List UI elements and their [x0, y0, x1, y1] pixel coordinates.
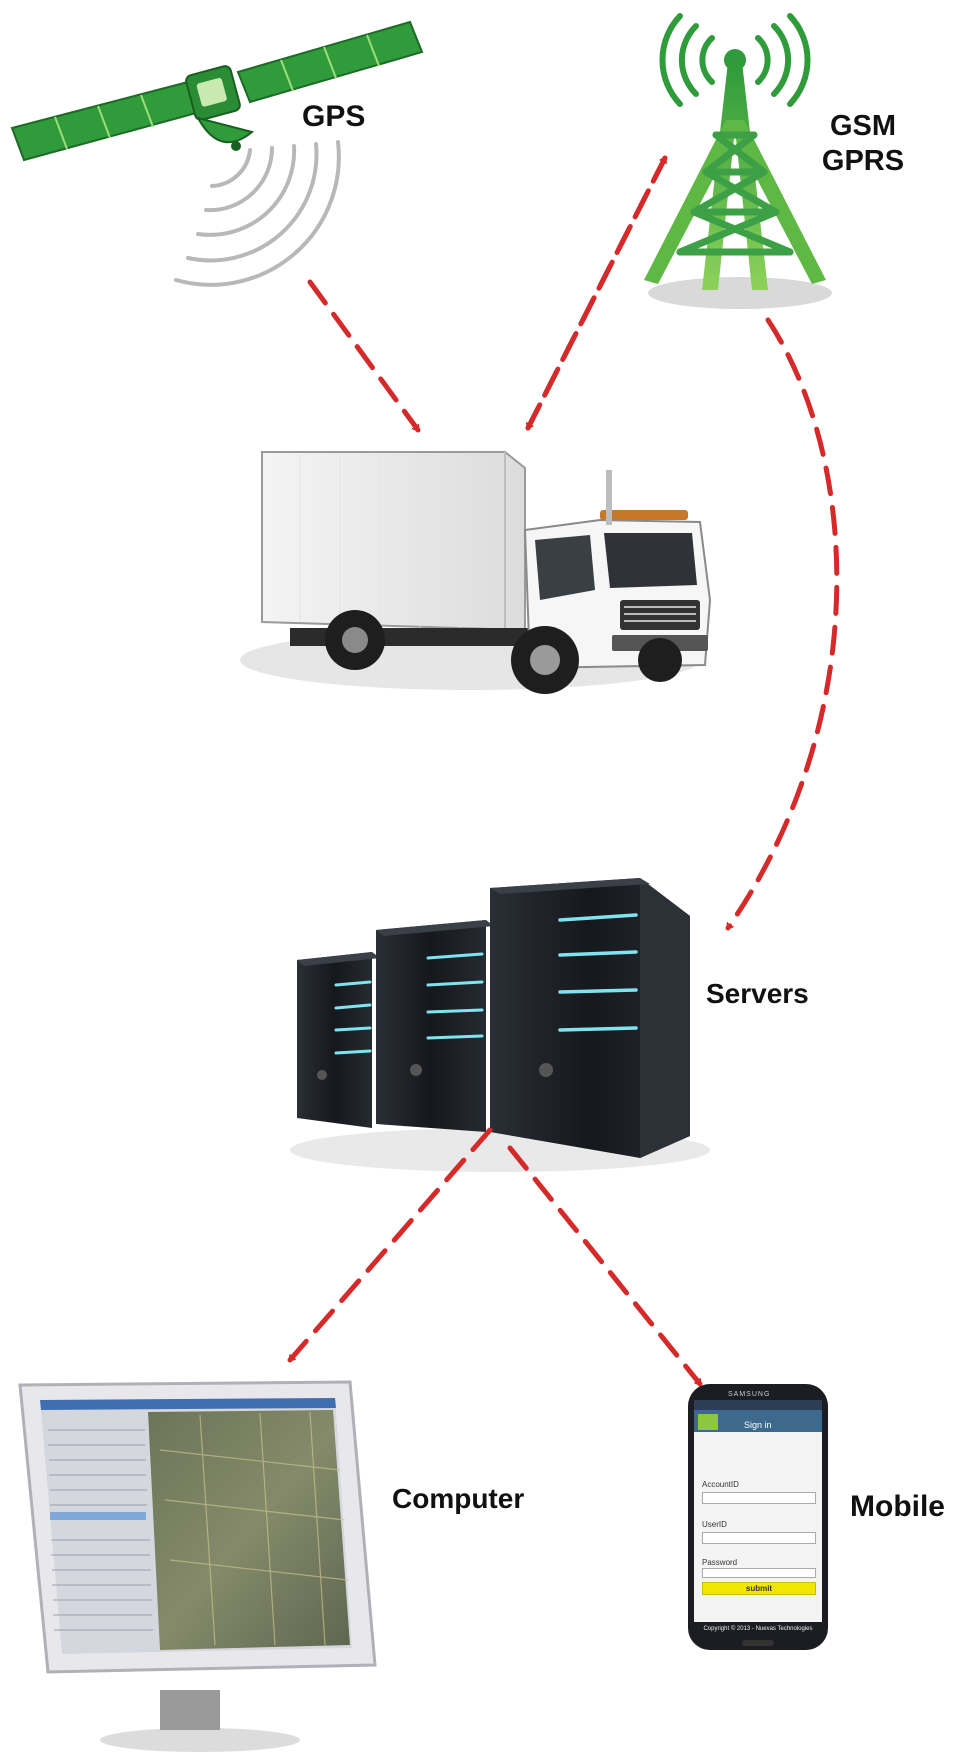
servers-label: Servers	[706, 978, 809, 1009]
phone-account-label: AccountID	[702, 1480, 739, 1489]
phone-password-label: Password	[702, 1558, 738, 1567]
mobile-label: Mobile	[850, 1490, 945, 1523]
truck-icon	[240, 451, 712, 694]
arrow-truck-to-tower	[525, 155, 668, 431]
gprs-label: GPRS	[821, 145, 905, 177]
gps-label: GPS	[302, 100, 366, 133]
arrow-servers-to-computer	[287, 1127, 493, 1363]
arrow-gps-to-truck	[307, 279, 421, 433]
phone-brand: SAMSUNG	[728, 1391, 771, 1398]
arrows	[287, 155, 840, 1387]
satellite-icon	[10, 20, 424, 287]
phone-submit-button[interactable]: submit	[702, 1582, 816, 1595]
phone-user-field[interactable]	[702, 1532, 816, 1544]
phone-password-field[interactable]	[702, 1568, 816, 1578]
gsm-label: GSM	[829, 110, 897, 142]
servers-icon	[290, 878, 710, 1172]
arrow-servers-to-mobile	[507, 1145, 703, 1387]
phone-account-field[interactable]	[702, 1492, 816, 1504]
phone-sign-in-title: Sign in	[744, 1420, 772, 1430]
cell-tower-icon	[644, 13, 832, 309]
phone-footer: Copyright © 2013 - Nuevas Technologies	[703, 1626, 813, 1632]
computer-monitor-icon	[18, 1380, 377, 1752]
computer-label: Computer	[392, 1483, 525, 1514]
phone-user-label: UserID	[702, 1520, 727, 1529]
arrow-tower-to-servers	[725, 317, 840, 931]
